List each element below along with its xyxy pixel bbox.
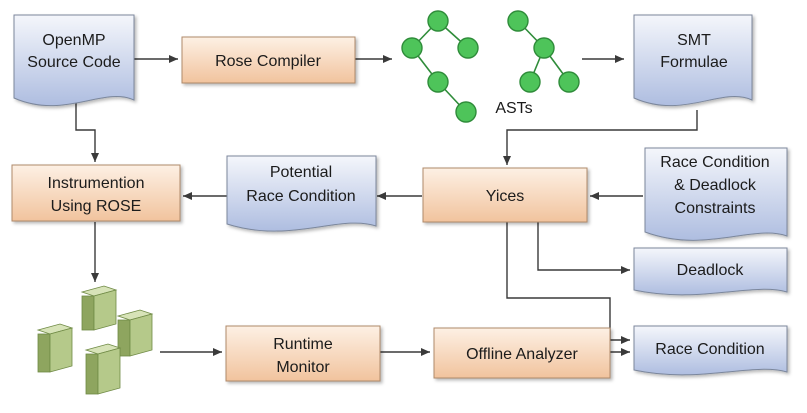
smt-formulae-line1: SMT — [677, 32, 711, 49]
constraints-line1: Race Condition — [660, 154, 769, 171]
constraints-line2: & Deadlock — [674, 177, 757, 194]
instrumentation-line1: Instrumention — [48, 175, 145, 192]
node-offline-analyzer: Offline Analyzer — [433, 327, 611, 379]
constraints-line3: Constraints — [675, 200, 756, 217]
server-icon — [36, 323, 74, 373]
arrow-yices-to-deadlock — [537, 222, 630, 274]
server-icon — [84, 343, 122, 395]
node-rose-compiler: Rose Compiler — [181, 36, 356, 84]
rose-compiler-label: Rose Compiler — [215, 53, 321, 70]
node-instrumentation: Instrumention Using ROSE — [11, 164, 181, 222]
server-icon — [80, 285, 118, 331]
deadlock-label: Deadlock — [677, 262, 745, 279]
race-condition-label: Race Condition — [655, 341, 764, 358]
node-deadlock: Deadlock — [633, 247, 788, 296]
node-smt-formulae: SMT Formulae — [633, 14, 753, 107]
connectors — [75, 55, 698, 356]
yices-label: Yices — [486, 188, 525, 205]
openmp-source-line2: Source Code — [27, 54, 120, 71]
node-potential-race: Potential Race Condition — [226, 155, 377, 232]
node-race-condition: Race Condition — [633, 325, 788, 376]
runtime-monitor-line2: Monitor — [276, 359, 330, 376]
offline-analyzer-label: Offline Analyzer — [466, 346, 578, 363]
asts-label: ASTs — [495, 100, 532, 117]
node-openmp-source: OpenMP Source Code — [13, 14, 135, 107]
arrow-smt-to-yices — [503, 110, 698, 165]
node-runtime-monitor: Runtime Monitor — [225, 325, 381, 382]
runtime-monitor-line1: Runtime — [273, 336, 333, 353]
tree-graph-icon: ASTs — [401, 10, 580, 123]
server-cluster-icon — [36, 285, 154, 395]
openmp-source-line1: OpenMP — [42, 32, 105, 49]
smt-formulae-line2: Formulae — [660, 54, 728, 71]
potential-race-line1: Potential — [270, 164, 332, 181]
arrow-source-to-instrumentation — [75, 100, 99, 162]
potential-race-line2: Race Condition — [246, 188, 355, 205]
server-icon — [116, 309, 154, 357]
node-yices: Yices — [422, 167, 588, 223]
instrumentation-line2: Using ROSE — [51, 198, 142, 215]
node-constraints: Race Condition & Deadlock Constraints — [644, 147, 788, 241]
arrow-yices-to-race-condition — [506, 222, 630, 344]
